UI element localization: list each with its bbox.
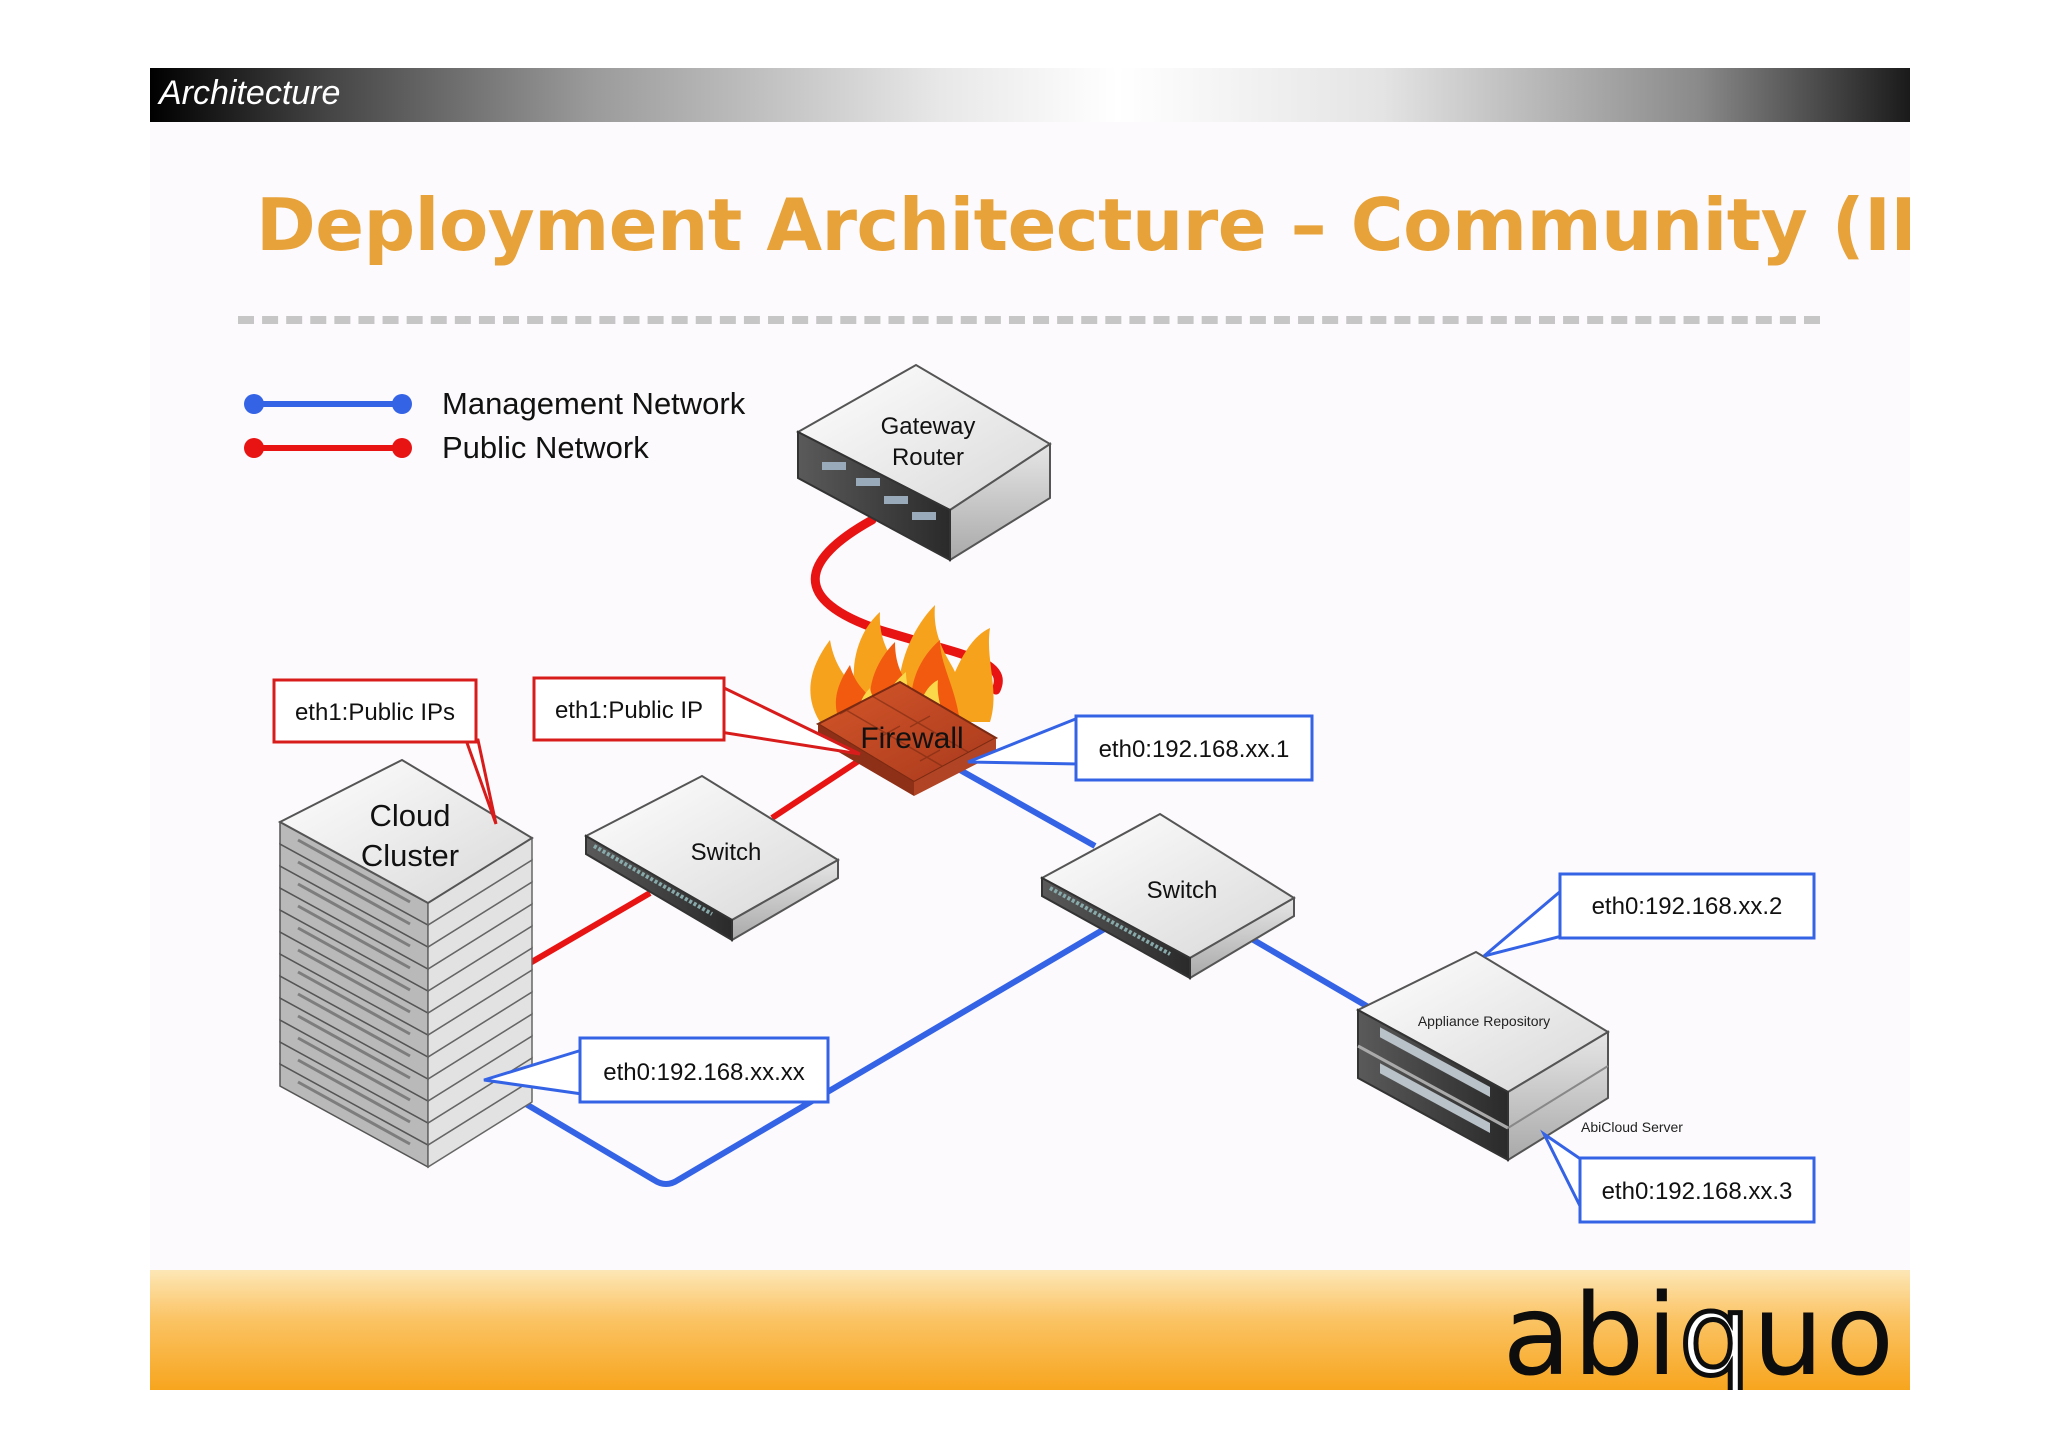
header-bar: Architecture [150, 68, 1910, 122]
cloud-label-2: Cluster [361, 838, 459, 873]
eth0-server-label: eth0:192.168.xx.3 [1602, 1178, 1793, 1205]
section-title: Architecture [159, 74, 341, 112]
title-divider [238, 316, 1820, 324]
eth1-public-ips-label: eth1:Public IPs [295, 699, 455, 726]
legend-public-label: Public Network [442, 430, 649, 465]
cluster-unit-bay [297, 926, 411, 992]
gateway-router: Gateway Router [795, 363, 1052, 562]
link-switch-left-cluster [528, 890, 652, 966]
cloud-label-1: Cloud [370, 798, 451, 833]
footer-bar [150, 1270, 1910, 1390]
firewall-label: Firewall [860, 722, 963, 755]
cluster-unit-bay [297, 1014, 411, 1080]
cluster-unit-bay [297, 1036, 411, 1102]
server-drive-bays [1380, 1027, 1490, 1134]
link-switch-right-repository [1243, 932, 1372, 1011]
cluster-unit-bay [297, 904, 411, 970]
eth0-repository-label: eth0:192.168.xx.2 [1592, 893, 1783, 920]
repository-label: Appliance Repository [1418, 1013, 1550, 1029]
link-firewall-switch-right [958, 767, 1097, 849]
switch-right: Switch [1039, 812, 1296, 980]
legend-management: Management Network [244, 386, 746, 421]
cluster-unit-bay [297, 992, 411, 1058]
cluster-unit-bay [297, 882, 411, 948]
cluster-unit-bay [297, 948, 411, 1014]
callout-eth1-public-ips: eth1:Public IPs [272, 678, 498, 825]
server-label: AbiCloud Server [1581, 1119, 1683, 1135]
callout-eth0-repository: eth0:192.168.xx.2 [1483, 872, 1816, 958]
gateway-label-2: Router [892, 444, 964, 471]
callout-eth0-cluster: eth0:192.168.xx.xx [483, 1036, 830, 1104]
gateway-label-1: Gateway [881, 413, 976, 440]
router-ports [822, 462, 936, 520]
link-cluster-switch-right [480, 925, 1108, 1187]
eth0-firewall-label: eth0:192.168.xx.1 [1099, 736, 1290, 763]
cluster-unit-bay [297, 970, 411, 1036]
legend-management-label: Management Network [442, 386, 746, 421]
page-title: Deployment Architecture – Community (II) [256, 183, 1910, 267]
callout-eth0-server: eth0:192.168.xx.3 [1540, 1129, 1816, 1224]
slide: Architecture Deployment Architecture – C… [150, 68, 1910, 1390]
link-firewall-switch-left [770, 757, 862, 821]
cluster-unit-bay [297, 1058, 411, 1124]
appliance-repository-server: Appliance Repository AbiCloud Server [1355, 950, 1683, 1162]
cluster-unit-bay [297, 1080, 411, 1146]
eth0-cluster-label: eth0:192.168.xx.xx [603, 1059, 804, 1086]
switch-left-label: Switch [691, 839, 762, 866]
firewall: Firewall [815, 680, 999, 796]
cluster-unit-bay [297, 838, 411, 904]
abiquo-logo: abiquo [1502, 1271, 1896, 1391]
eth1-public-ip-label: eth1:Public IP [555, 697, 703, 724]
switch-left: Switch [583, 774, 840, 942]
callout-eth1-public-ip: eth1:Public IP [532, 676, 861, 756]
legend-public: Public Network [244, 430, 649, 465]
cluster-unit-bay [297, 860, 411, 926]
firewall-bricks [839, 695, 969, 767]
switch-right-label: Switch [1147, 877, 1218, 904]
callout-eth0-firewall: eth0:192.168.xx.1 [967, 714, 1314, 782]
